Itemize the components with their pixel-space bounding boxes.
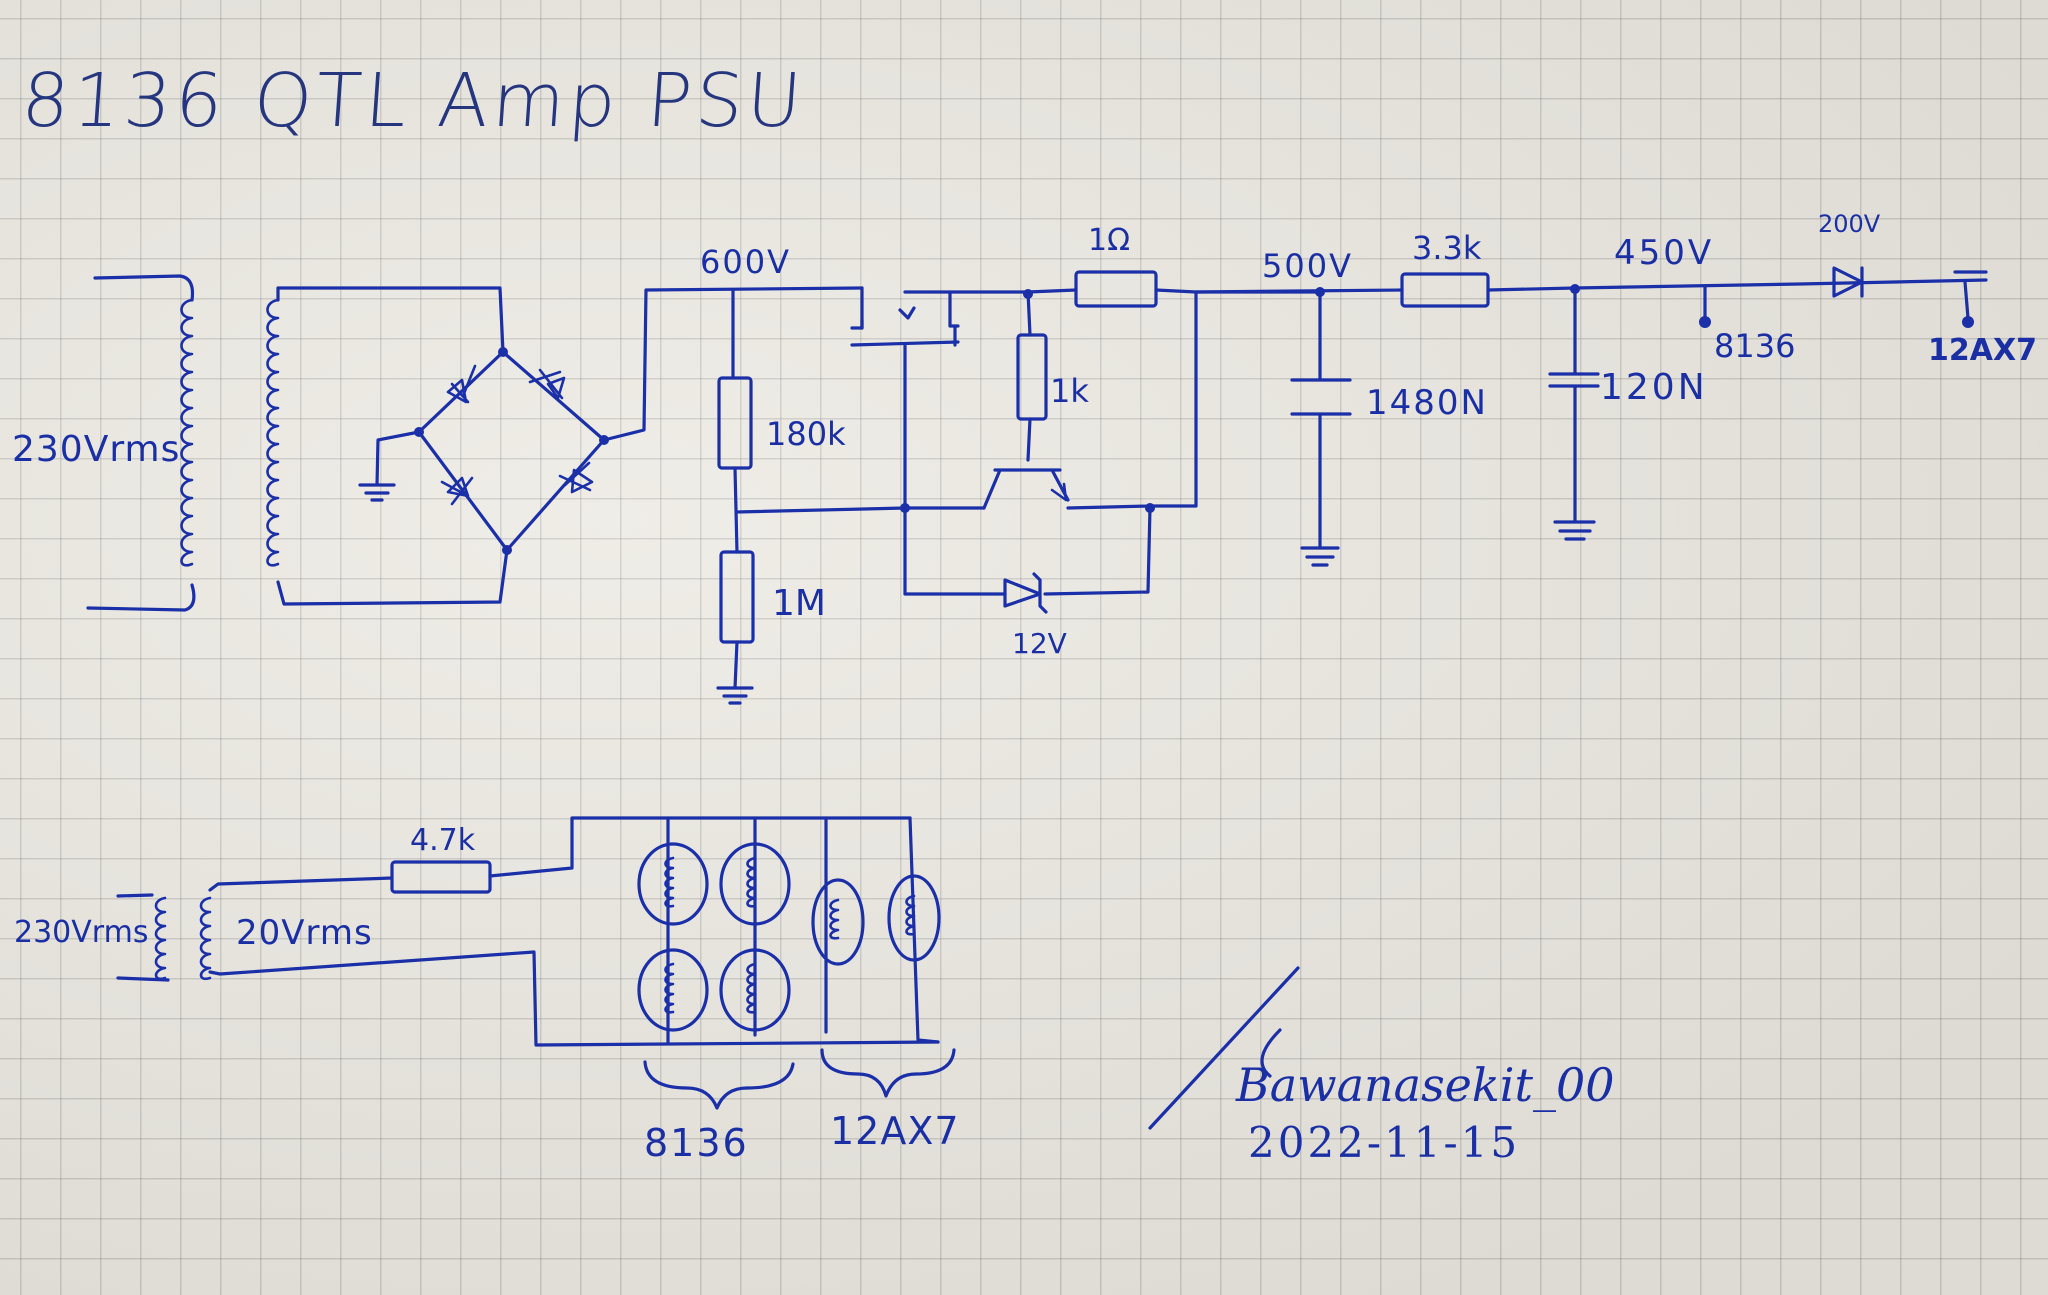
label-heaters-12ax7: 12AX7 (830, 1109, 960, 1153)
heater-8136-3 (637, 948, 709, 1032)
heater-8136-2 (719, 842, 791, 926)
label-mains-bottom: 230Vrms (14, 915, 149, 950)
label-1k: 1k (1050, 372, 1089, 410)
label-500v: 500V (1262, 247, 1353, 285)
label-1ohm: 1Ω (1088, 223, 1131, 258)
resistor-1m (719, 550, 755, 644)
mosfet-regulator (850, 270, 1322, 614)
label-20vrms: 20Vrms (236, 913, 373, 953)
brace-12ax7 (820, 1048, 956, 1098)
label-3k3: 3.3k (1412, 229, 1482, 267)
label-mains-top: 230Vrms (12, 429, 181, 470)
heater-12ax7-1 (811, 878, 865, 966)
label-450v: 450V (1614, 233, 1715, 273)
bias-divider (716, 288, 907, 705)
label-180k: 180k (766, 415, 846, 453)
brace-8136 (643, 1060, 795, 1110)
mains-transformer (86, 274, 509, 612)
secondary-top-lead (276, 286, 505, 354)
primary-lead-bottom (86, 583, 196, 612)
bridge-rectifier (358, 286, 864, 555)
heater-8136-4 (719, 948, 791, 1032)
resistor-1ohm (1074, 270, 1158, 308)
resistor-3k3 (1400, 272, 1490, 308)
resistor-180k (717, 376, 753, 470)
label-600v: 600V (700, 243, 791, 281)
secondary-winding (266, 298, 280, 567)
resistor-1k (1016, 333, 1048, 421)
label-out-8136: 8136 (1714, 327, 1796, 365)
signature-name: Bawanasekit_00 (1236, 1058, 1615, 1112)
tube-heaters (637, 816, 956, 1110)
heater-12ax7-2 (887, 874, 941, 962)
label-1m: 1M (772, 583, 826, 624)
secondary-bottom-lead (276, 548, 509, 606)
filter-chain (1194, 266, 1988, 567)
primary-lead-top (93, 274, 195, 302)
label-out-12ax7: 12AX7 (1928, 333, 2037, 368)
signature-date: 2022-11-15 (1248, 1118, 1521, 1167)
heater-transformer (116, 816, 940, 1047)
resistor-4k7 (390, 860, 492, 894)
label-zener-12v: 12V (1012, 627, 1067, 660)
signature-stroke (1148, 966, 1300, 1130)
primary-winding (180, 298, 194, 567)
label-heaters-8136: 8136 (644, 1121, 749, 1165)
label-4k7: 4.7k (410, 823, 476, 858)
heater-8136-1 (637, 842, 709, 926)
label-200v: 200V (1818, 210, 1881, 238)
label-1480n: 1480N (1366, 383, 1488, 423)
label-120n: 120N (1600, 367, 1708, 408)
